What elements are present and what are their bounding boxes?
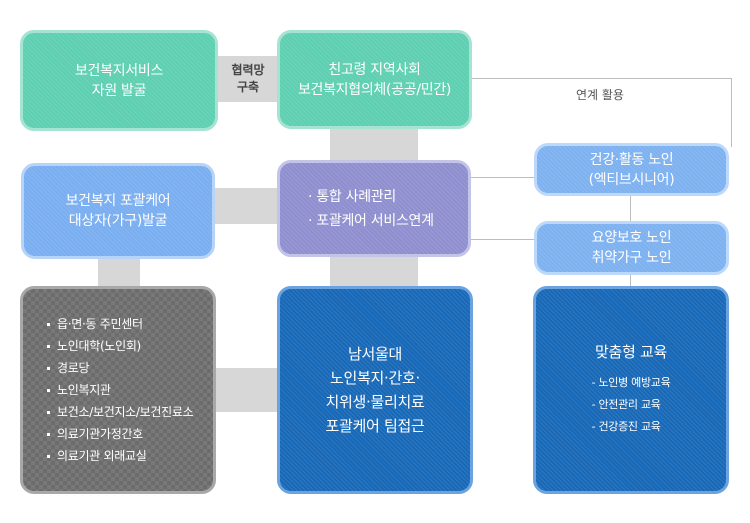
connector-left-vertical [98,258,140,288]
line-right-boxes-to-bottom [630,272,631,288]
line-mid-to-right-mid [471,239,536,240]
line-right-mid-vertical [630,194,631,222]
institution-item: 읍·면·동 주민센터 [45,313,193,335]
linkage-label: 연계 활용 [576,88,624,102]
custom-education-box: 맞춤형 교육 노인병 예방교육 안전관리 교육 건강증진 교육 [533,286,729,494]
case-management-box: 통합 사례관리 포괄케어 서비스연계 [277,160,471,257]
connector-mid-vertical [330,255,418,289]
network-label: 협력망 구축 [218,62,278,96]
network-label-line2: 구축 [236,80,260,94]
active-senior-line1: 건강·활동 노인 [589,151,674,168]
care-senior-box: 요양보호 노인 취약가구 노인 [534,221,729,275]
connector-top-horizontal [217,56,279,102]
active-senior-line2: (엑티브시니어) [588,171,675,188]
case-management-item: 포괄케어 서비스연계 [308,209,434,233]
resource-discovery-line2: 자원 발굴 [91,82,147,99]
team-approach-line: 남서울대 [347,345,402,363]
education-item: 노인병 예방교육 [592,372,670,394]
active-senior-box: 건강·활동 노인 (엑티브시니어) [534,143,729,196]
connector-mid-horizontal [214,188,278,224]
institution-list: 읍·면·동 주민센터 노인대학(노인회) 경로당 노인복지관 보건소/보건지소/… [45,313,194,467]
team-approach-box: 남서울대 노인복지·간호· 치위생·물리치료 포괄케어 팀접근 [277,286,473,494]
line-top-right-horizontal [470,78,731,79]
council-line1: 친고령 지역사회 [328,61,421,78]
institution-item: 노인대학(노인회) [45,335,193,357]
custom-education-title: 맞춤형 교육 [595,343,667,361]
council-box: 친고령 지역사회 보건복지협의체(공공/민간) [277,30,472,129]
resource-discovery-line1: 보건복지서비스 [74,62,164,79]
institution-item: 의료기관가정간호 [45,423,193,445]
institution-item: 보건소/보건지소/보건진료소 [45,401,194,423]
connector-bottom-horizontal [215,368,279,412]
team-approach-line: 치위생·물리치료 [325,393,425,411]
connector-top-vertical [330,125,418,165]
case-management-list: 통합 사례관리 포괄케어 서비스연계 [308,185,434,233]
institution-item: 노인복지관 [45,379,193,401]
line-right-vertical [731,78,732,147]
institution-item: 경로당 [45,357,193,379]
target-discovery-line1: 보건복지 포괄케어 [65,193,171,209]
council-line2: 보건복지협의체(공공/민간) [297,81,452,98]
case-management-item: 통합 사례관리 [308,185,434,209]
education-item: 안전관리 교육 [592,394,671,416]
network-label-line1: 협력망 [231,63,265,77]
resource-discovery-box: 보건복지서비스 자원 발굴 [20,30,218,131]
education-list: 노인병 예방교육 안전관리 교육 건강증진 교육 [592,372,671,438]
institution-item: 의료기관 외래교실 [45,445,193,467]
target-discovery-box: 보건복지 포괄케어 대상자(가구)발굴 [21,163,215,259]
education-item: 건강증진 교육 [592,416,671,438]
target-discovery-line2: 대상자(가구)발굴 [68,213,168,229]
team-approach-line: 포괄케어 팀접근 [325,417,425,435]
community-institutions-box: 읍·면·동 주민센터 노인대학(노인회) 경로당 노인복지관 보건소/보건지소/… [20,286,216,494]
care-senior-line1: 요양보호 노인 [591,230,672,246]
line-mid-to-right-top [471,177,536,178]
team-approach-line: 노인복지·간호· [330,369,420,387]
care-senior-line2: 취약가구 노인 [591,250,672,266]
